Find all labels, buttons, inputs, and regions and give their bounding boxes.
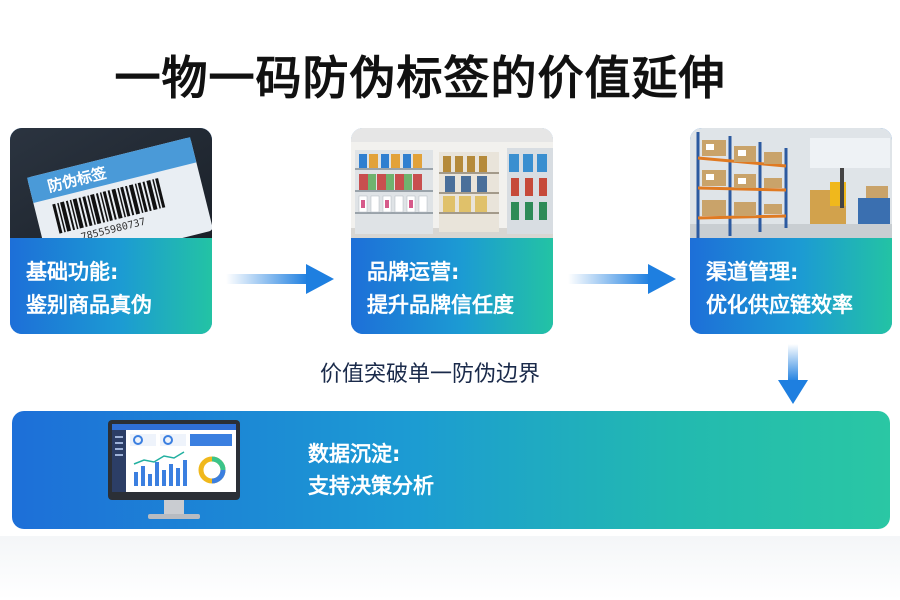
bottom-subtitle: 支持决策分析 [308, 474, 434, 498]
arrow-right-icon [568, 264, 676, 294]
bottom-fade [0, 536, 900, 600]
card-subtitle: 鉴别商品真伪 [26, 293, 152, 317]
card-title: 品牌运营: [367, 260, 460, 284]
card-band [10, 238, 212, 334]
card-subtitle: 提升品牌信任度 [367, 293, 514, 317]
card-band [690, 238, 892, 334]
card-title: 渠道管理: [706, 260, 799, 284]
page-title: 一物一码防伪标签的价值延伸 [114, 51, 726, 105]
arrow-down-icon [778, 344, 808, 404]
card-basic-function: 防伪标签 78555980737 基础功能: 鉴别商品真伪 [10, 128, 212, 334]
dashboard-monitor-icon [108, 420, 240, 519]
card-label: 品牌运营: 提升品牌信任度 [367, 256, 553, 322]
retail-store-shelves-photo [351, 128, 553, 246]
anti-counterfeit-label-photo: 防伪标签 78555980737 [10, 128, 212, 246]
card-subtitle: 优化供应链效率 [706, 293, 853, 317]
card-channel-management: 渠道管理: 优化供应链效率 [690, 128, 892, 334]
warehouse-racks-photo [690, 128, 892, 246]
card-brand-operation: 品牌运营: 提升品牌信任度 [351, 128, 553, 334]
arrow-right-icon [226, 264, 334, 294]
card-band [351, 238, 553, 334]
card-title: 基础功能: [26, 260, 119, 284]
card-label: 渠道管理: 优化供应链效率 [706, 256, 892, 322]
card-label: 基础功能: 鉴别商品真伪 [26, 256, 212, 322]
value-breakthrough-text: 价值突破单一防伪边界 [319, 362, 540, 387]
bottom-label: 数据沉淀: 支持决策分析 [308, 438, 434, 502]
bottom-title: 数据沉淀: [308, 442, 401, 466]
